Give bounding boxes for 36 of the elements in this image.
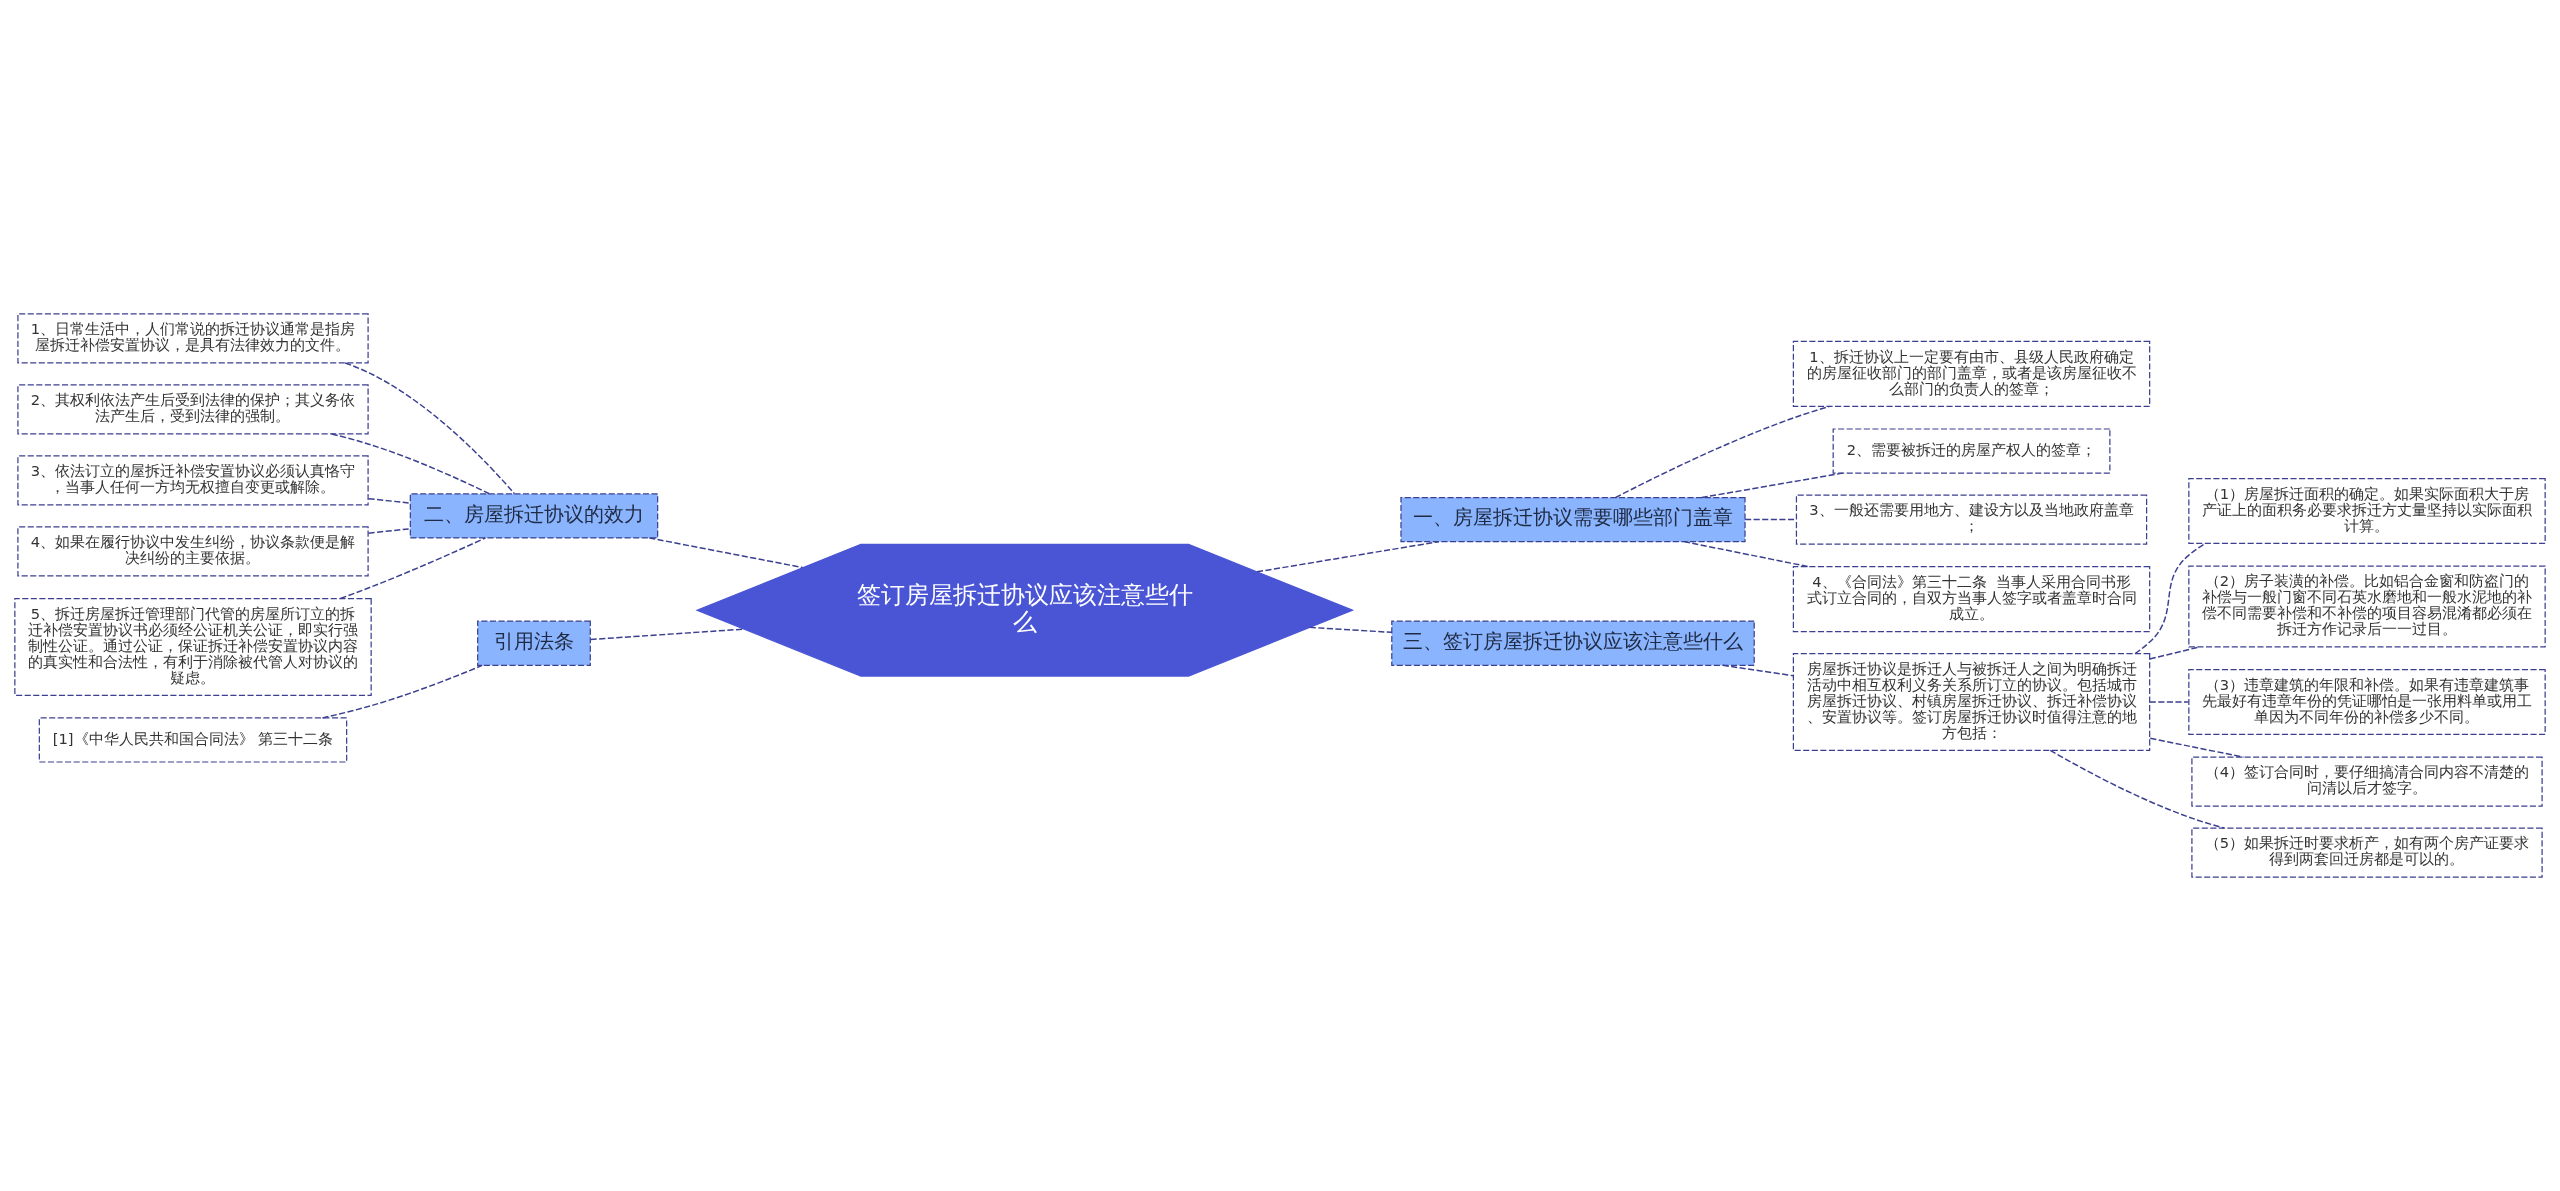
node-box: 二、房屋拆迁协议的效力	[409, 493, 659, 539]
node-box: 2、其权利依法产生后受到法律的保护；其义务依法产生后，受到法律的强制。	[17, 384, 369, 435]
node-box: （4）签订合同时，要仔细搞清合同内容不清楚的问清以后才签字。	[2191, 756, 2543, 807]
node-box: 1、日常生活中，人们常说的拆迁协议通常是指房屋拆迁补偿安置协议，是具有法律效力的文件。	[17, 313, 369, 364]
connector	[2134, 542, 2206, 655]
node-box: 3、依法订立的屋拆迁补偿安置协议必须认真恪守，当事人任何一方均无权擅自变更或解除。	[17, 455, 369, 506]
connector	[1744, 518, 1797, 521]
node-box: （5）如果拆迁时要求析产，如有两个房产证要求得到两套回迁房都是可以的。	[2191, 827, 2543, 878]
node-box: [1]《中华人民共和国合同法》 第三十二条	[38, 717, 348, 763]
connector	[1683, 540, 1810, 568]
node-box: 一、房屋拆迁协议需要哪些部门盖章	[1400, 496, 1746, 543]
node-box: 1、拆迁协议上一定要有由市、县级人民政府确定的房屋征收部门的部门盖章，或者是该房屋征收不么部门的负责人的签章；	[1792, 340, 2151, 407]
connector	[344, 362, 516, 495]
node-box: 引用法条	[477, 620, 591, 666]
connector	[1722, 664, 1794, 677]
node-box: （3）违章建筑的年限和补偿。如果有违章建筑事先最好有违章年份的凭证哪怕是一张用料单或用工单因为不同年份的补偿多少不同。	[2188, 668, 2546, 736]
node-box: 4、《合同法》第三十二条 当事人采用合同书形式订立合同的，自双方当事人签字或者盖章时合同成立。	[1792, 566, 2151, 633]
connector	[1701, 472, 1844, 499]
connector	[590, 628, 745, 641]
node-box: 房屋拆迁协议是拆迁人与被拆迁人之间为明确拆迁活动中相互权利义务关系所订立的协议。包括城市房屋拆迁协议、村镇房屋拆迁协议、拆迁补偿协议、安置协议等。签订房屋拆迁协议时值得注意的地方包括：	[1792, 653, 2151, 751]
connector	[1256, 540, 1440, 573]
connector	[1614, 405, 1831, 499]
connector	[1308, 626, 1393, 634]
node-box: 2、需要被拆迁的房屋产权人的签章；	[1832, 428, 2111, 474]
connector	[648, 537, 804, 569]
node-box: 5、拆迁房屋拆迁管理部门代管的房屋所订立的拆迁补偿安置协议书必须经公证机关公证，即实行强制性公证。通过公证，保证拆迁补偿安置协议内容的真实性和合法性，有利于消除被代管人对协议的疑虑。	[14, 597, 372, 696]
node-box: 三、签订房屋拆迁协议应该注意些什么	[1391, 620, 1755, 666]
node-box: （2）房子装潢的补偿。比如铝合金窗和防盗门的补偿与一般门窗不同石英水磨地和一般水泥地的补偿不同需要补偿和不补偿的项目容易混淆都必须在拆迁方作记录后一一过目。	[2188, 565, 2546, 648]
connector	[2049, 749, 2225, 829]
node-box: （1）房屋拆迁面积的确定。如果实际面积大于房产证上的面积务必要求拆迁方丈量坚持以实际面积计算。	[2188, 477, 2546, 545]
connector	[367, 497, 411, 504]
node-box: 3、一般还需要用地方、建设方以及当地政府盖章；	[1795, 494, 2148, 545]
connector	[321, 664, 483, 719]
connector	[367, 528, 411, 534]
node-box: 4、如果在履行协议中发生纠纷，协议条款便是解决纠纷的主要依据。	[17, 526, 369, 577]
connector	[2149, 701, 2190, 703]
